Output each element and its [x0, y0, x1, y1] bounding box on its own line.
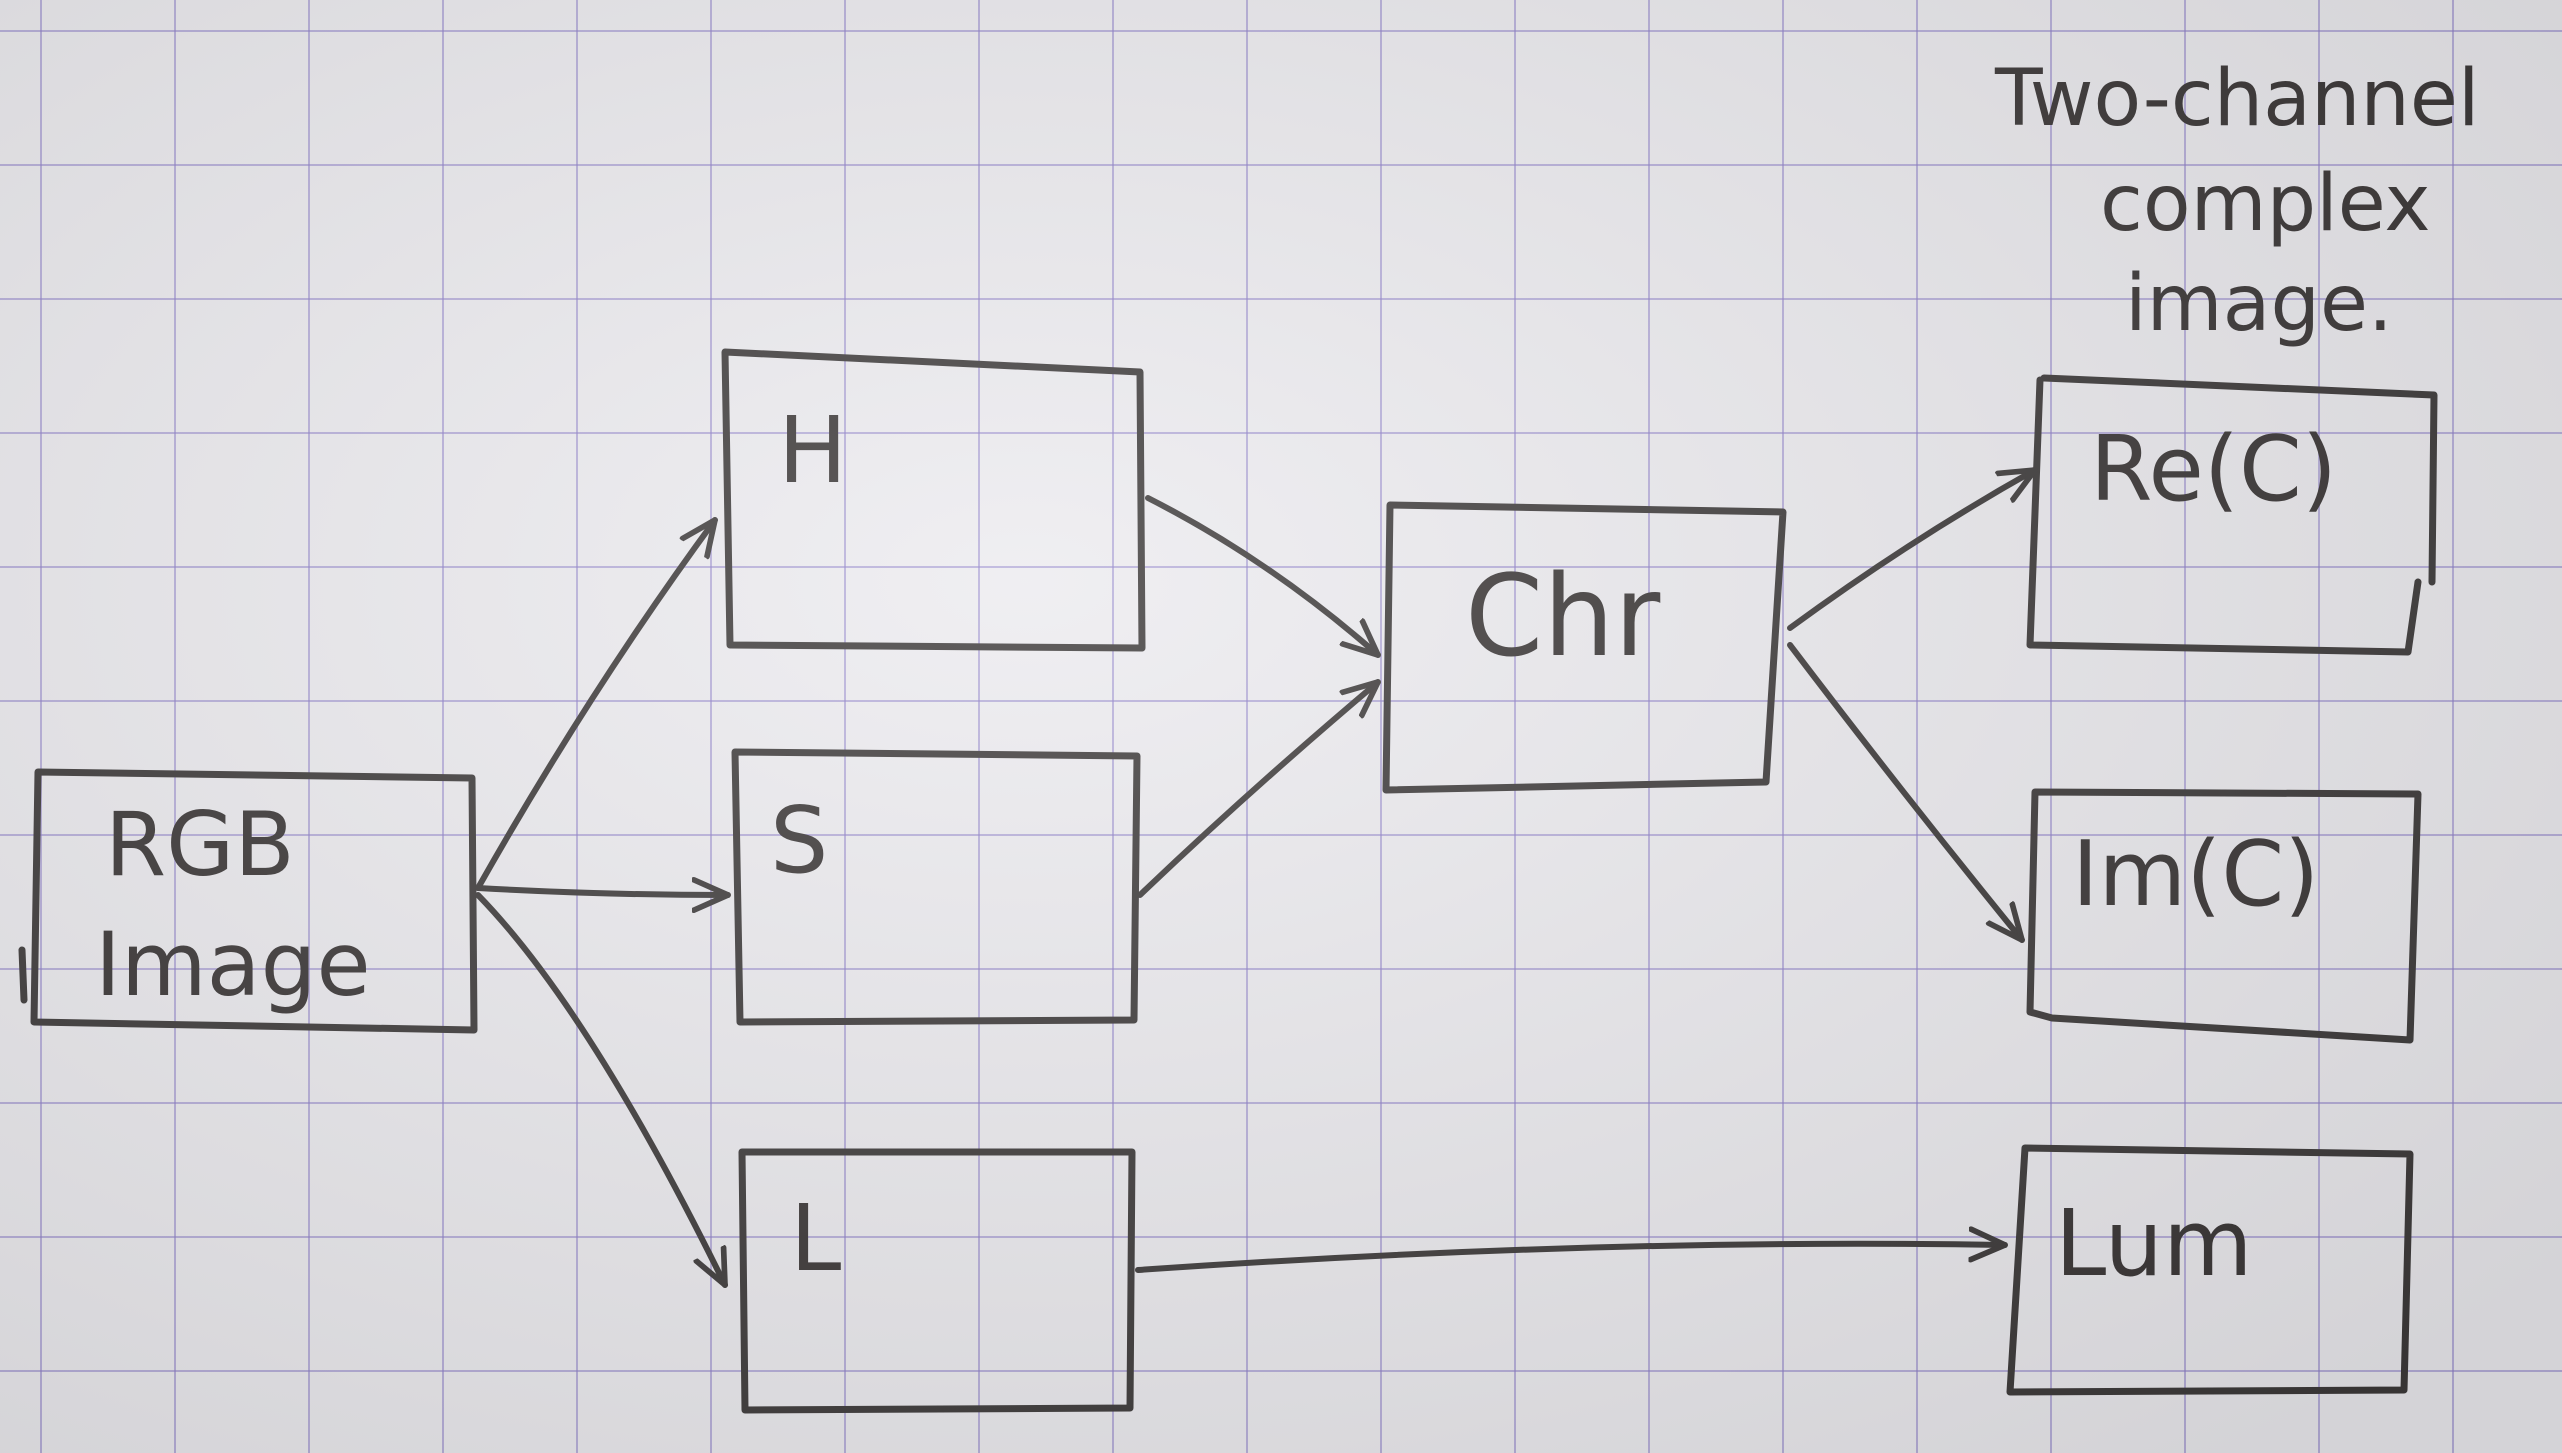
note-line1: Two-channel: [1994, 54, 2480, 144]
re-label: Re(C): [2090, 417, 2337, 522]
arrow-rgb-to-l: [475, 892, 728, 1288]
rgb-label-line2: Image: [95, 913, 371, 1016]
rgb-label-line1: RGB: [105, 793, 295, 896]
node-lum: Lum: [2006, 1144, 2414, 1396]
arrow-rgb-to-h: [475, 517, 718, 891]
node-rgb-image: RGB Image: [18, 768, 478, 1034]
annotation-note: Two-channel complex image.: [1994, 54, 2480, 349]
node-im: Im(C): [2026, 788, 2422, 1044]
s-label: S: [770, 787, 828, 894]
node-h: H: [721, 348, 1146, 652]
arrow-chr-to-im: [1787, 642, 2025, 943]
edges: [475, 467, 2038, 1288]
h-label: H: [778, 397, 847, 504]
node-l: L: [738, 1148, 1136, 1414]
node-re: Re(C): [2026, 374, 2438, 656]
arrow-s-to-chr: [1137, 679, 1381, 898]
arrow-chr-to-re: [1787, 467, 2038, 631]
note-line2: complex: [2100, 159, 2431, 249]
im-label: Im(C): [2072, 822, 2319, 927]
arrow-rgb-to-s: [475, 888, 731, 895]
note-line3: image.: [2125, 259, 2393, 349]
lum-label: Lum: [2055, 1190, 2253, 1297]
arrow-l-to-lum: [1135, 1244, 2008, 1273]
arrow-h-to-chr: [1145, 495, 1381, 658]
l-label: L: [790, 1185, 841, 1292]
node-chr: Chr: [1382, 501, 1787, 794]
chr-label: Chr: [1465, 552, 1661, 682]
node-s: S: [731, 748, 1141, 1026]
